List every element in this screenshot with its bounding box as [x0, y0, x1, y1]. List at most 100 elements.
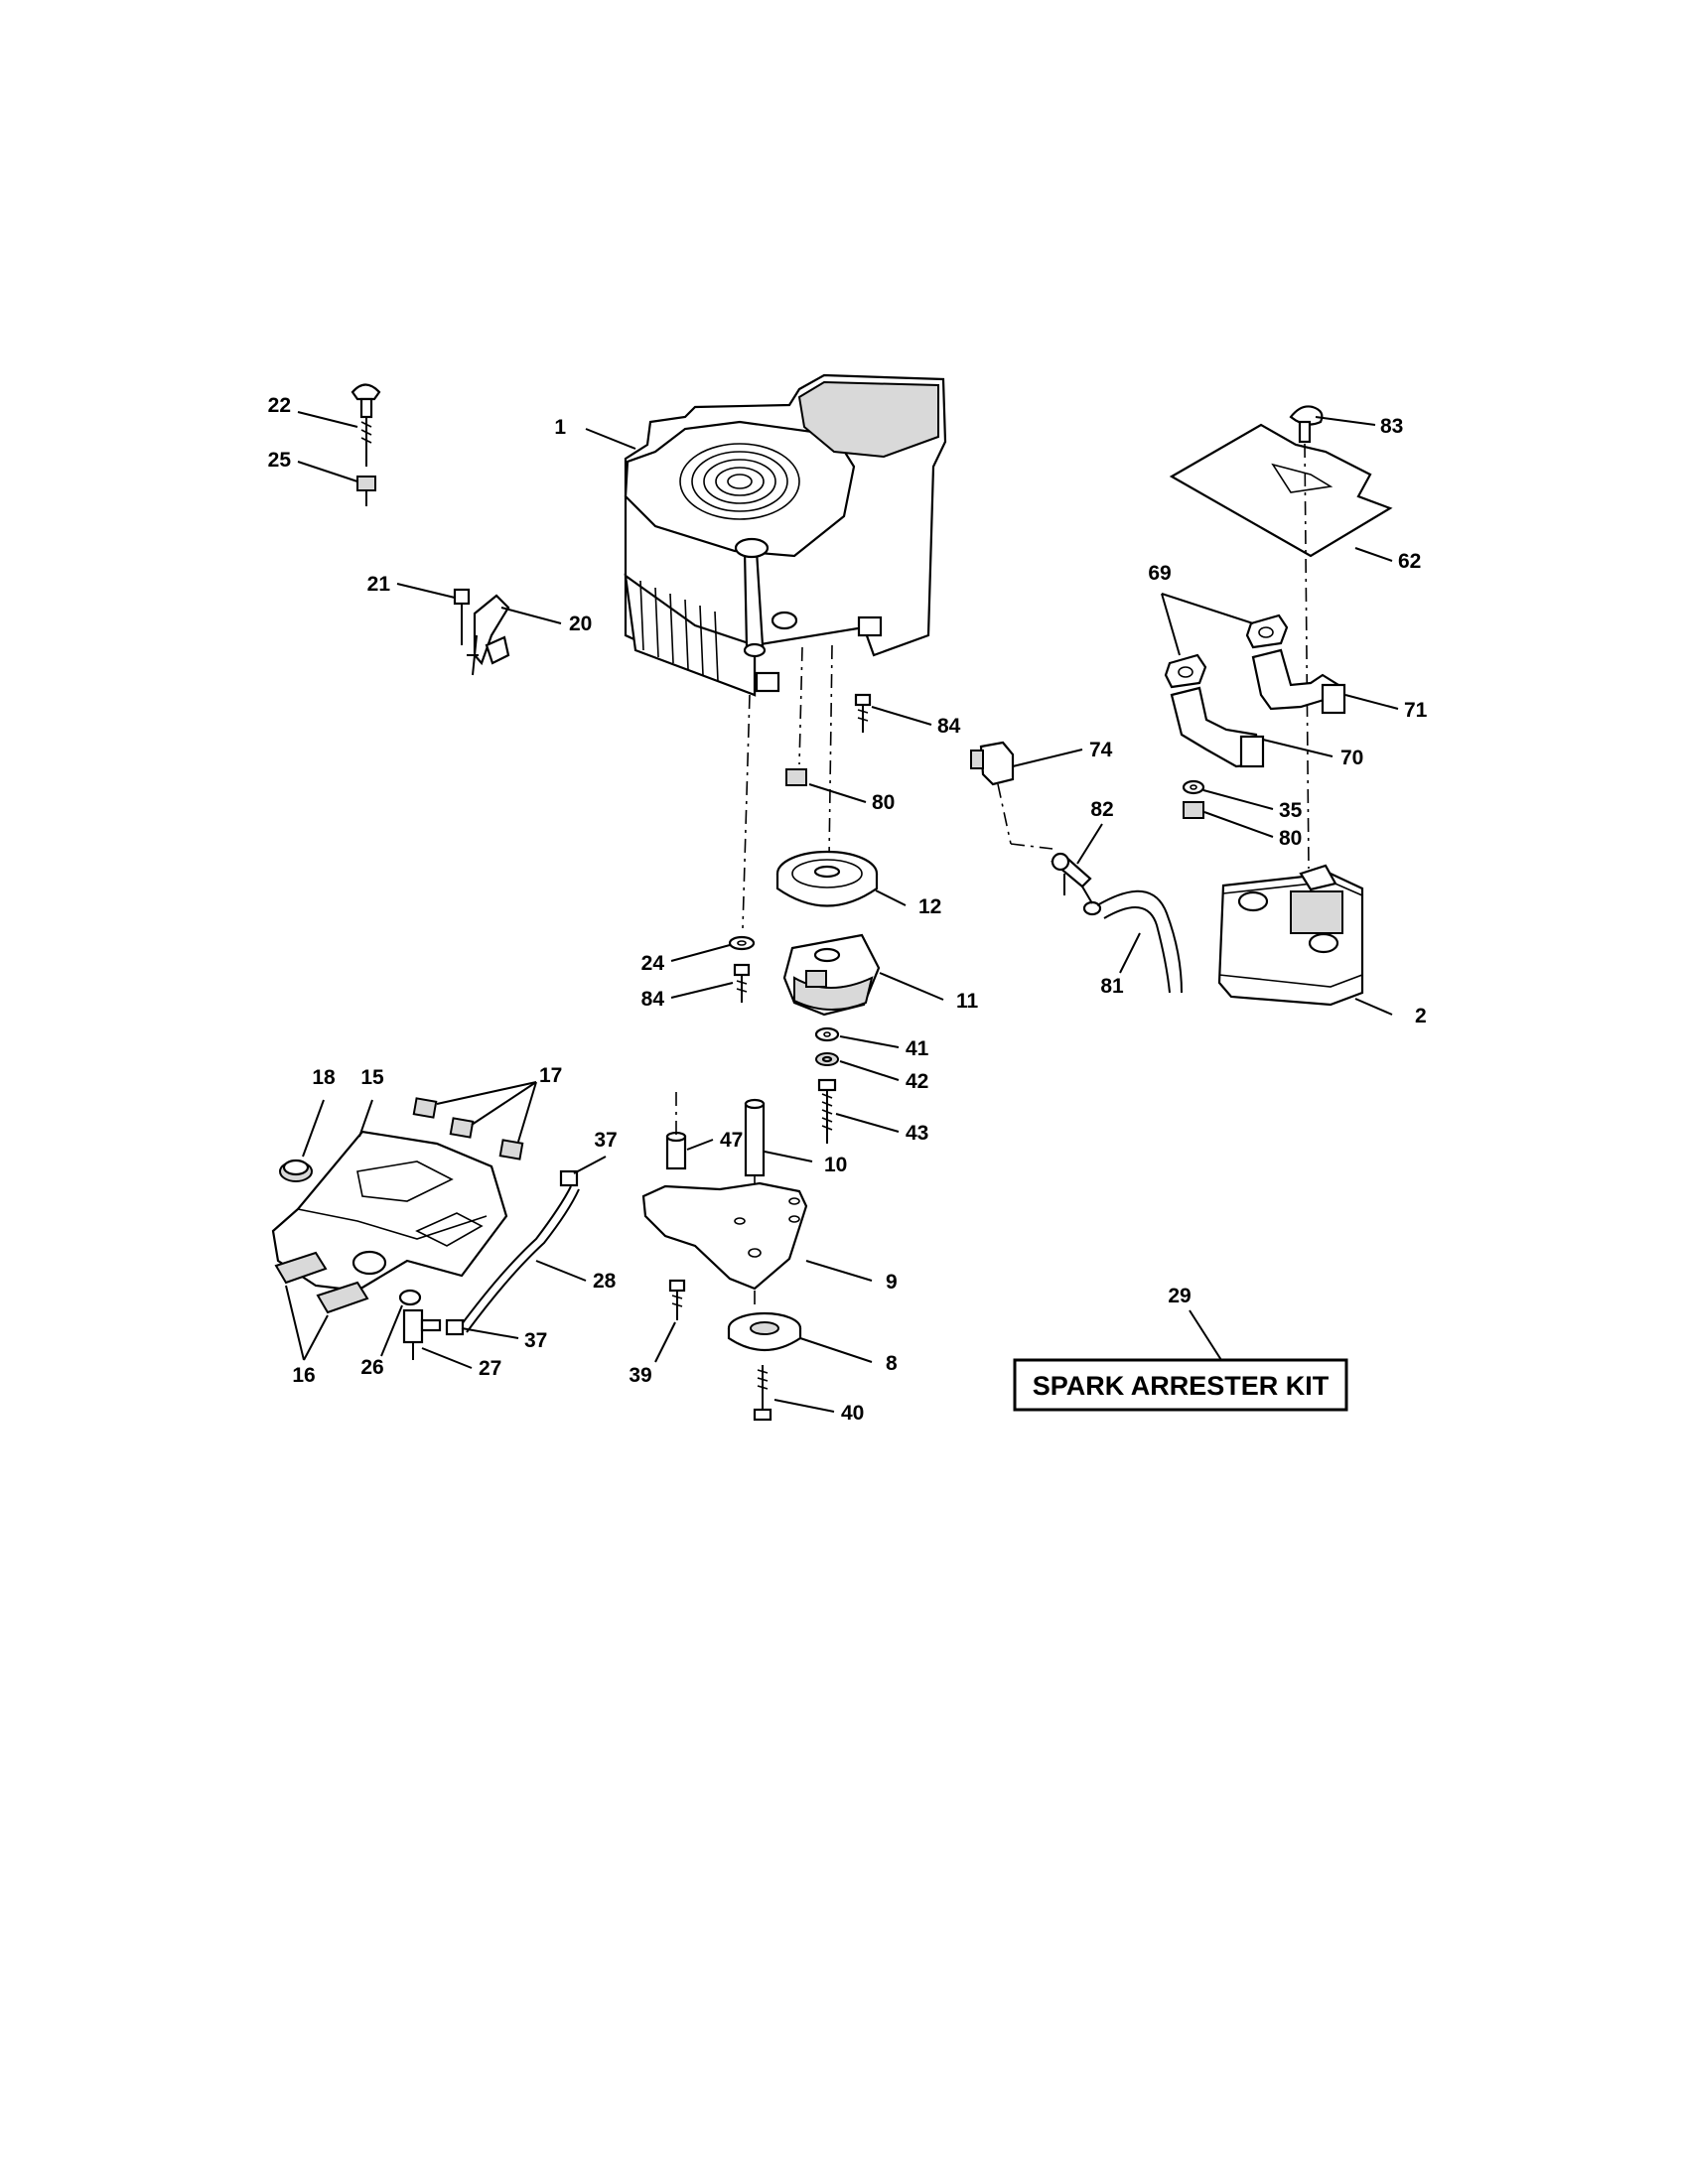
leader-line: [1189, 1309, 1222, 1361]
idler-pulley-part: [727, 1311, 802, 1352]
center-line: [798, 646, 803, 765]
washer-part: [814, 1026, 840, 1066]
spacer-part: [665, 1131, 687, 1170]
leader-line: [799, 1337, 873, 1363]
leader-line: [839, 1035, 900, 1048]
callout-69: 69: [1148, 562, 1171, 585]
fuel-hose-part: [458, 1185, 580, 1333]
callout-24: 24: [641, 952, 665, 975]
tank-bushing-part: [398, 1289, 422, 1306]
callout-17: 17: [539, 1064, 562, 1087]
callout-71: 71: [1404, 699, 1428, 722]
fuel-line-part: [1096, 889, 1183, 994]
callout-37-upper: 37: [594, 1129, 617, 1152]
callout-81: 81: [1100, 975, 1124, 998]
leader-line: [585, 428, 636, 450]
callout-70: 70: [1340, 747, 1363, 769]
leader-line: [517, 1081, 537, 1143]
leader-line: [303, 1314, 329, 1361]
spacer-tube-part: [744, 1098, 766, 1177]
leader-line: [670, 982, 734, 999]
fuel-tank-part: [271, 1130, 508, 1293]
callout-80-center: 80: [872, 791, 895, 814]
callout-12: 12: [918, 895, 941, 918]
leader-line: [1354, 998, 1393, 1016]
muffler-part: [1217, 864, 1364, 1007]
heat-shield-part: [1169, 423, 1393, 558]
callout-18: 18: [312, 1066, 336, 1089]
callout-80-right: 80: [1279, 827, 1302, 850]
callout-21: 21: [367, 573, 391, 596]
callout-25: 25: [268, 449, 292, 472]
callout-15: 15: [360, 1066, 384, 1089]
callout-16: 16: [292, 1364, 315, 1387]
hose-clamp-part: [445, 1169, 579, 1336]
leader-line: [835, 1113, 900, 1133]
elbow-fitting-part: [970, 741, 1015, 786]
callout-29: 29: [1168, 1285, 1191, 1307]
leader-line: [1344, 694, 1399, 710]
callout-82: 82: [1090, 798, 1113, 821]
leader-line: [1012, 749, 1083, 767]
bolt-part: [1289, 405, 1324, 444]
leader-line: [875, 889, 907, 906]
washer-part: [728, 935, 756, 951]
leader-line: [573, 1156, 607, 1174]
leader-line: [1161, 593, 1181, 656]
fuel-filter-part: [1051, 852, 1102, 916]
exhaust-pipe-part: [1170, 648, 1346, 768]
leader-line: [805, 1260, 873, 1282]
callout-39: 39: [629, 1364, 651, 1387]
callout-84-lower: 84: [641, 988, 665, 1011]
callout-84-upper: 84: [937, 715, 961, 738]
engine-part: [624, 373, 947, 697]
leader-line: [1315, 416, 1376, 426]
callout-20: 20: [569, 613, 592, 635]
leader-line: [1119, 932, 1141, 974]
clutch-part: [782, 933, 881, 1017]
callout-1: 1: [554, 416, 566, 439]
leader-line: [1262, 739, 1333, 757]
callout-28: 28: [593, 1270, 617, 1293]
center-line: [997, 783, 1012, 845]
callout-11: 11: [956, 990, 979, 1013]
washer-part: [1182, 779, 1205, 795]
bolt-part: [817, 1078, 837, 1144]
leader-line: [535, 1260, 587, 1282]
fuel-cap-part: [279, 1159, 313, 1182]
leader-line: [764, 1151, 813, 1162]
callout-26: 26: [360, 1356, 383, 1379]
leader-line: [1203, 811, 1274, 838]
throttle-bracket-part: [453, 588, 510, 676]
leader-line: [358, 1099, 373, 1138]
gasket-part: [1164, 614, 1289, 689]
leader-line: [297, 411, 358, 428]
pulley-part: [775, 850, 879, 907]
callout-62: 62: [1398, 550, 1421, 573]
leader-line: [471, 1081, 537, 1126]
leader-line: [302, 1099, 325, 1158]
bolt-part: [753, 1365, 772, 1422]
leader-line: [654, 1321, 676, 1363]
callout-10: 10: [824, 1154, 847, 1176]
leader-line: [839, 1060, 900, 1081]
leader-line: [808, 783, 867, 803]
center-line: [828, 644, 833, 860]
callout-22: 22: [268, 394, 291, 417]
bolt-part: [733, 963, 751, 1003]
leader-line: [1076, 823, 1103, 865]
leader-line: [285, 1285, 305, 1361]
bolt-part: [854, 693, 872, 733]
callout-27: 27: [479, 1357, 501, 1380]
callout-40: 40: [841, 1402, 864, 1425]
leader-line: [871, 706, 932, 726]
pad-part: [412, 1097, 524, 1160]
leader-line: [686, 1139, 714, 1151]
leader-line: [500, 607, 562, 624]
nut-part: [1183, 801, 1204, 819]
spark-arrester-kit-box: SPARK ARRESTER KIT: [1013, 1358, 1348, 1412]
leader-line: [461, 1327, 519, 1339]
leader-line: [421, 1347, 473, 1369]
leader-line: [436, 1081, 537, 1105]
